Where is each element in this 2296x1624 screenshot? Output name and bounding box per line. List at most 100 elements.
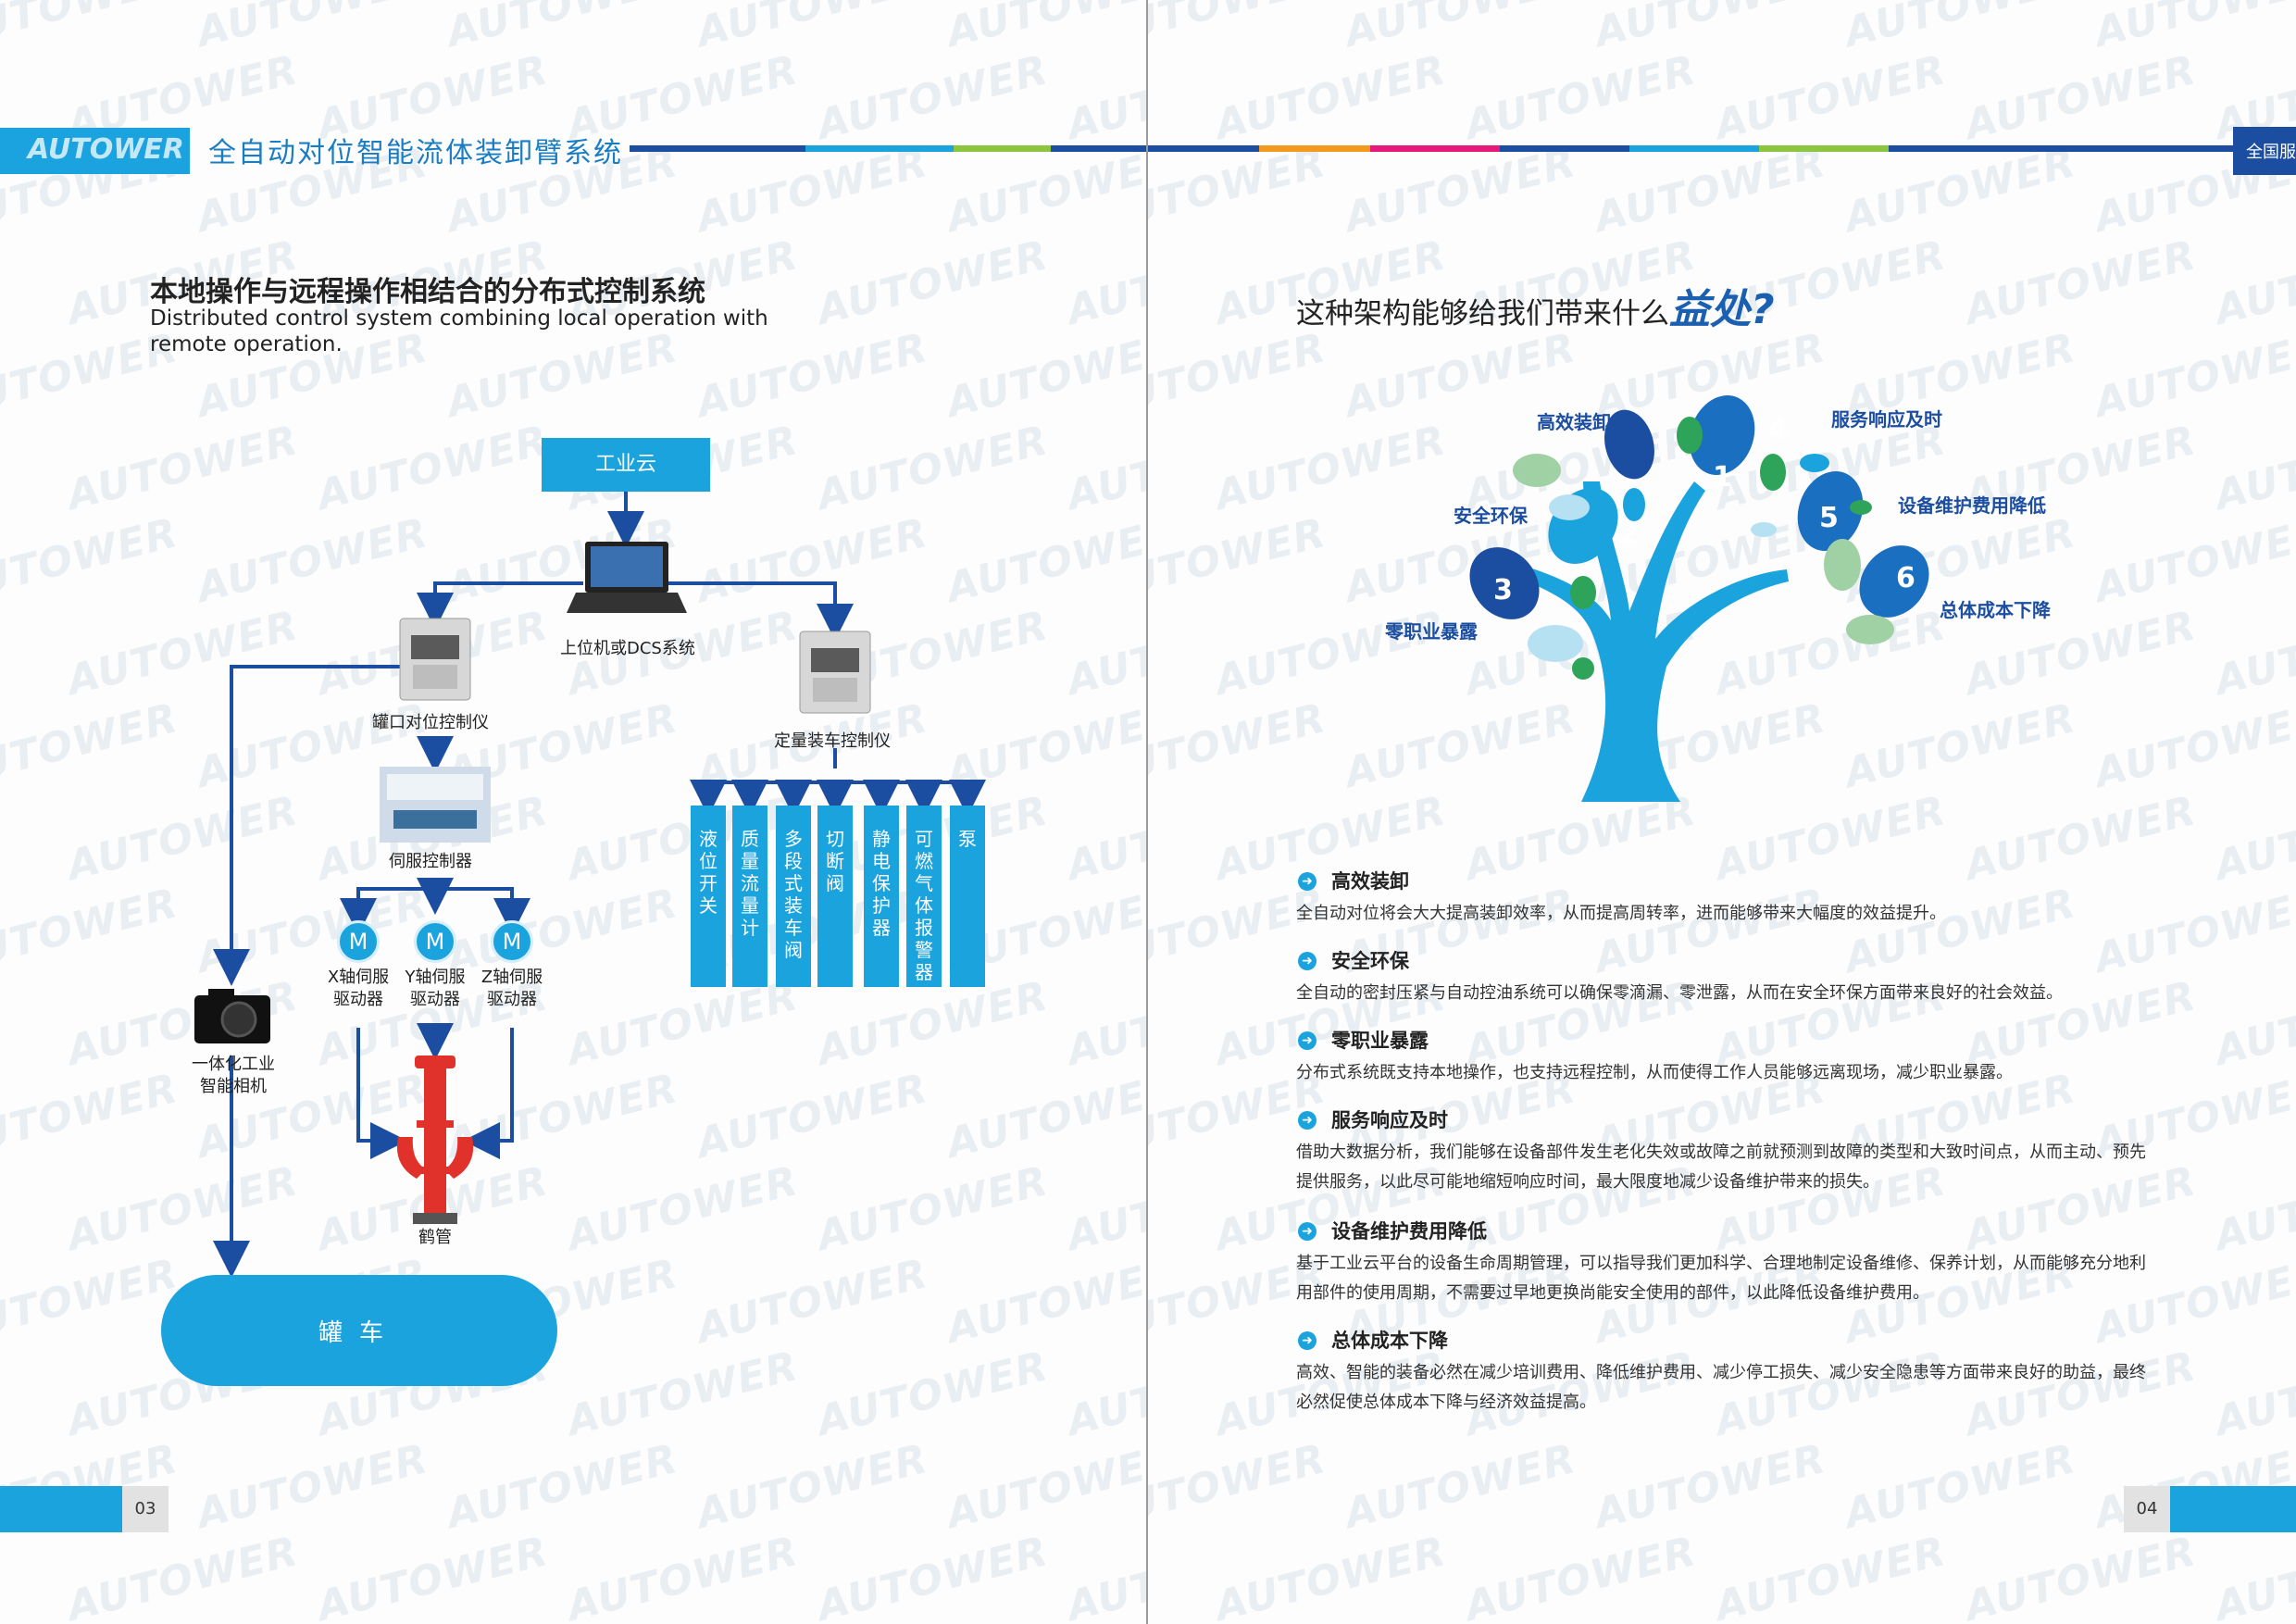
arrow-right-icon: ➜: [1298, 952, 1316, 970]
servo-controller-icon: [380, 767, 491, 843]
camera-label: 一体化工业 智能相机: [192, 1055, 275, 1096]
arrow-right-icon: ➜: [1298, 1222, 1316, 1241]
y-driver-label: Y轴伺服 驱动器: [405, 968, 466, 1009]
crane-pipe-icon: [396, 1056, 474, 1224]
industrial-cloud-node: 工业云: [542, 438, 710, 492]
device-column: 静电保护器: [864, 806, 899, 987]
laptop-icon: [567, 542, 687, 613]
benefit-item: ➜零职业暴露 分布式系统既支持本地操作，也支持远程控制，从而使得工作人员能够远离…: [1296, 1027, 2157, 1088]
watermark-text: AUTOWER: [1210, 1527, 1452, 1624]
header-stripe: [1889, 145, 2233, 152]
servo-controller-label: 伺服控制器: [389, 852, 472, 871]
device-label: 液位开关: [699, 828, 718, 917]
device-label: 泵: [958, 828, 977, 850]
header-stripe: [805, 145, 954, 152]
crane-pipe-label: 鹤管: [418, 1228, 452, 1247]
tank-controller-label: 罐口对位控制仪: [372, 713, 489, 732]
tree-label: 设备维护费用降低: [1898, 494, 2046, 517]
header-stripe: [1500, 145, 1629, 152]
arrow-right-icon: ➜: [1298, 1111, 1316, 1130]
footer-bar: [0, 1486, 122, 1532]
benefit-text: 全自动对位将会大大提高装卸效率，从而提高周转率，进而能够带来大幅度的效益提升。: [1296, 904, 1946, 923]
benefit-title: ➜总体成本下降: [1296, 1327, 2157, 1355]
header-stripe: [1370, 145, 1500, 152]
x-motor-icon: M: [337, 920, 380, 963]
benefit-text: 高效、智能的装备必然在减少培训费用、降低维护费用、减少停工损失、减少安全隐患等方…: [1296, 1363, 2146, 1412]
arrow-right-icon: ➜: [1298, 1331, 1316, 1350]
y-motor-icon: M: [414, 920, 456, 963]
tree-label: 安全环保: [1454, 505, 1528, 527]
device-label: 可燃气体报警器: [915, 828, 933, 983]
benefit-tree-illustration: [1469, 395, 1929, 802]
benefit-text: 借助大数据分析，我们能够在设备部件发生老化失效或故障之前就预测到故障的类型和大致…: [1296, 1143, 2146, 1192]
watermark-text: AUTOWER: [1460, 1527, 1702, 1624]
page-number: 03: [122, 1486, 168, 1532]
device-column: 可燃气体报警器: [906, 806, 942, 987]
hotline-banner: 全国服务热线 400 8789 055: [2233, 127, 2296, 175]
question-text: 这种架构能够给我们带来什么: [1296, 297, 1669, 331]
footer-bar: [2170, 1486, 2296, 1532]
quantitative-controller-label: 定量装车控制仪: [774, 731, 891, 751]
device-column: 液位开关: [691, 806, 726, 987]
section-subheading: Distributed control system combining loc…: [150, 306, 768, 356]
hotline-text: 全国服务热线 400 8789 055: [2246, 143, 2296, 162]
upper-computer-label: 上位机或DCS系统: [560, 639, 695, 658]
benefit-text: 全自动的密封压紧与自动控油系统可以确保零滴漏、零泄露，从而在安全环保方面带来良好…: [1296, 983, 2063, 1003]
watermark-text: AUTOWER: [1590, 1434, 1831, 1539]
watermark-text: AUTOWER: [1340, 1434, 1581, 1539]
leaf-group: [1469, 395, 1929, 680]
tree-label: 高效装卸: [1537, 411, 1611, 433]
header-stripe: [954, 145, 1051, 152]
watermark-text: AUTOWER: [2210, 971, 2296, 1076]
benefit-item: ➜安全环保 全自动的密封压紧与自动控油系统可以确保零滴漏、零泄露，从而在安全环保…: [1296, 947, 2157, 1008]
header-stripe: [1759, 145, 1889, 152]
device-column: 泵: [950, 806, 985, 987]
z-driver-label: Z轴伺服 驱动器: [480, 968, 543, 1009]
section-heading: 本地操作与远程操作相结合的分布式控制系统: [150, 276, 705, 308]
benefit-title: ➜零职业暴露: [1296, 1027, 2157, 1055]
watermark-text: AUTOWER: [1960, 1527, 2202, 1624]
benefit-text: 基于工业云平台的设备生命周期管理，可以指导我们更加科学、合理地制定设备维修、保养…: [1296, 1254, 2146, 1303]
header-logo-block: AUTOWER: [0, 128, 190, 174]
device-column: 多段式装车阀: [776, 806, 811, 987]
benefit-title: ➜设备维护费用降低: [1296, 1218, 2157, 1245]
watermark-text: AUTOWER: [1148, 1434, 1331, 1539]
device-column: 质量流量计: [732, 806, 767, 987]
device-label: 切断阀: [826, 828, 844, 894]
z-motor-icon: M: [491, 920, 533, 963]
watermark-text: AUTOWER: [1840, 1434, 2081, 1539]
tree-label: 零职业暴露: [1385, 620, 1478, 643]
benefit-text: 分布式系统既支持本地操作，也支持远程控制，从而使得工作人员能够远离现场，减少职业…: [1296, 1063, 2013, 1082]
tree-number: 3: [1493, 574, 1513, 606]
tree-number: 5: [1819, 502, 1839, 534]
benefit-title: ➜安全环保: [1296, 947, 2157, 975]
benefit-item: ➜总体成本下降 高效、智能的装备必然在减少培训费用、降低维护费用、减少停工损失、…: [1296, 1327, 2157, 1418]
tree-label: 总体成本下降: [1940, 599, 2051, 621]
quantitative-controller-icon: [799, 631, 871, 714]
tanker-node: 罐车: [161, 1275, 557, 1386]
tree-number: 4: [1768, 414, 1788, 446]
benefit-title: ➜服务响应及时: [1296, 1106, 2157, 1134]
header-stripe: [1051, 145, 1148, 152]
benefit-question: 这种架构能够给我们带来什么益处?: [1296, 276, 1775, 335]
tree-label: 服务响应及时: [1831, 408, 1942, 431]
device-label: 静电保护器: [872, 828, 891, 939]
tree-number: 2: [1618, 518, 1638, 551]
benefit-title: ➜高效装卸: [1296, 868, 2157, 895]
benefit-item: ➜设备维护费用降低 基于工业云平台的设备生命周期管理，可以指导我们更加科学、合理…: [1296, 1218, 2157, 1308]
arrow-right-icon: ➜: [1298, 1031, 1316, 1050]
tank-controller-icon: [399, 618, 471, 701]
device-label: 多段式装车阀: [784, 828, 803, 961]
benefit-item: ➜服务响应及时 借助大数据分析，我们能够在设备部件发生老化失效或故障之前就预测到…: [1296, 1106, 2157, 1197]
camera-icon: [194, 989, 270, 1043]
benefit-item: ➜高效装卸 全自动对位将会大大提高装卸效率，从而提高周转率，进而能够带来大幅度的…: [1296, 868, 2157, 929]
diagram-connectors: [194, 492, 986, 1278]
tree-number: 1: [1713, 461, 1732, 493]
question-emphasis: 益处?: [1669, 286, 1775, 333]
header-stripe: [630, 145, 805, 152]
arrow-right-icon: ➜: [1298, 872, 1316, 891]
watermark-text: AUTOWER: [2210, 1156, 2296, 1261]
device-label: 质量流量计: [741, 828, 759, 939]
